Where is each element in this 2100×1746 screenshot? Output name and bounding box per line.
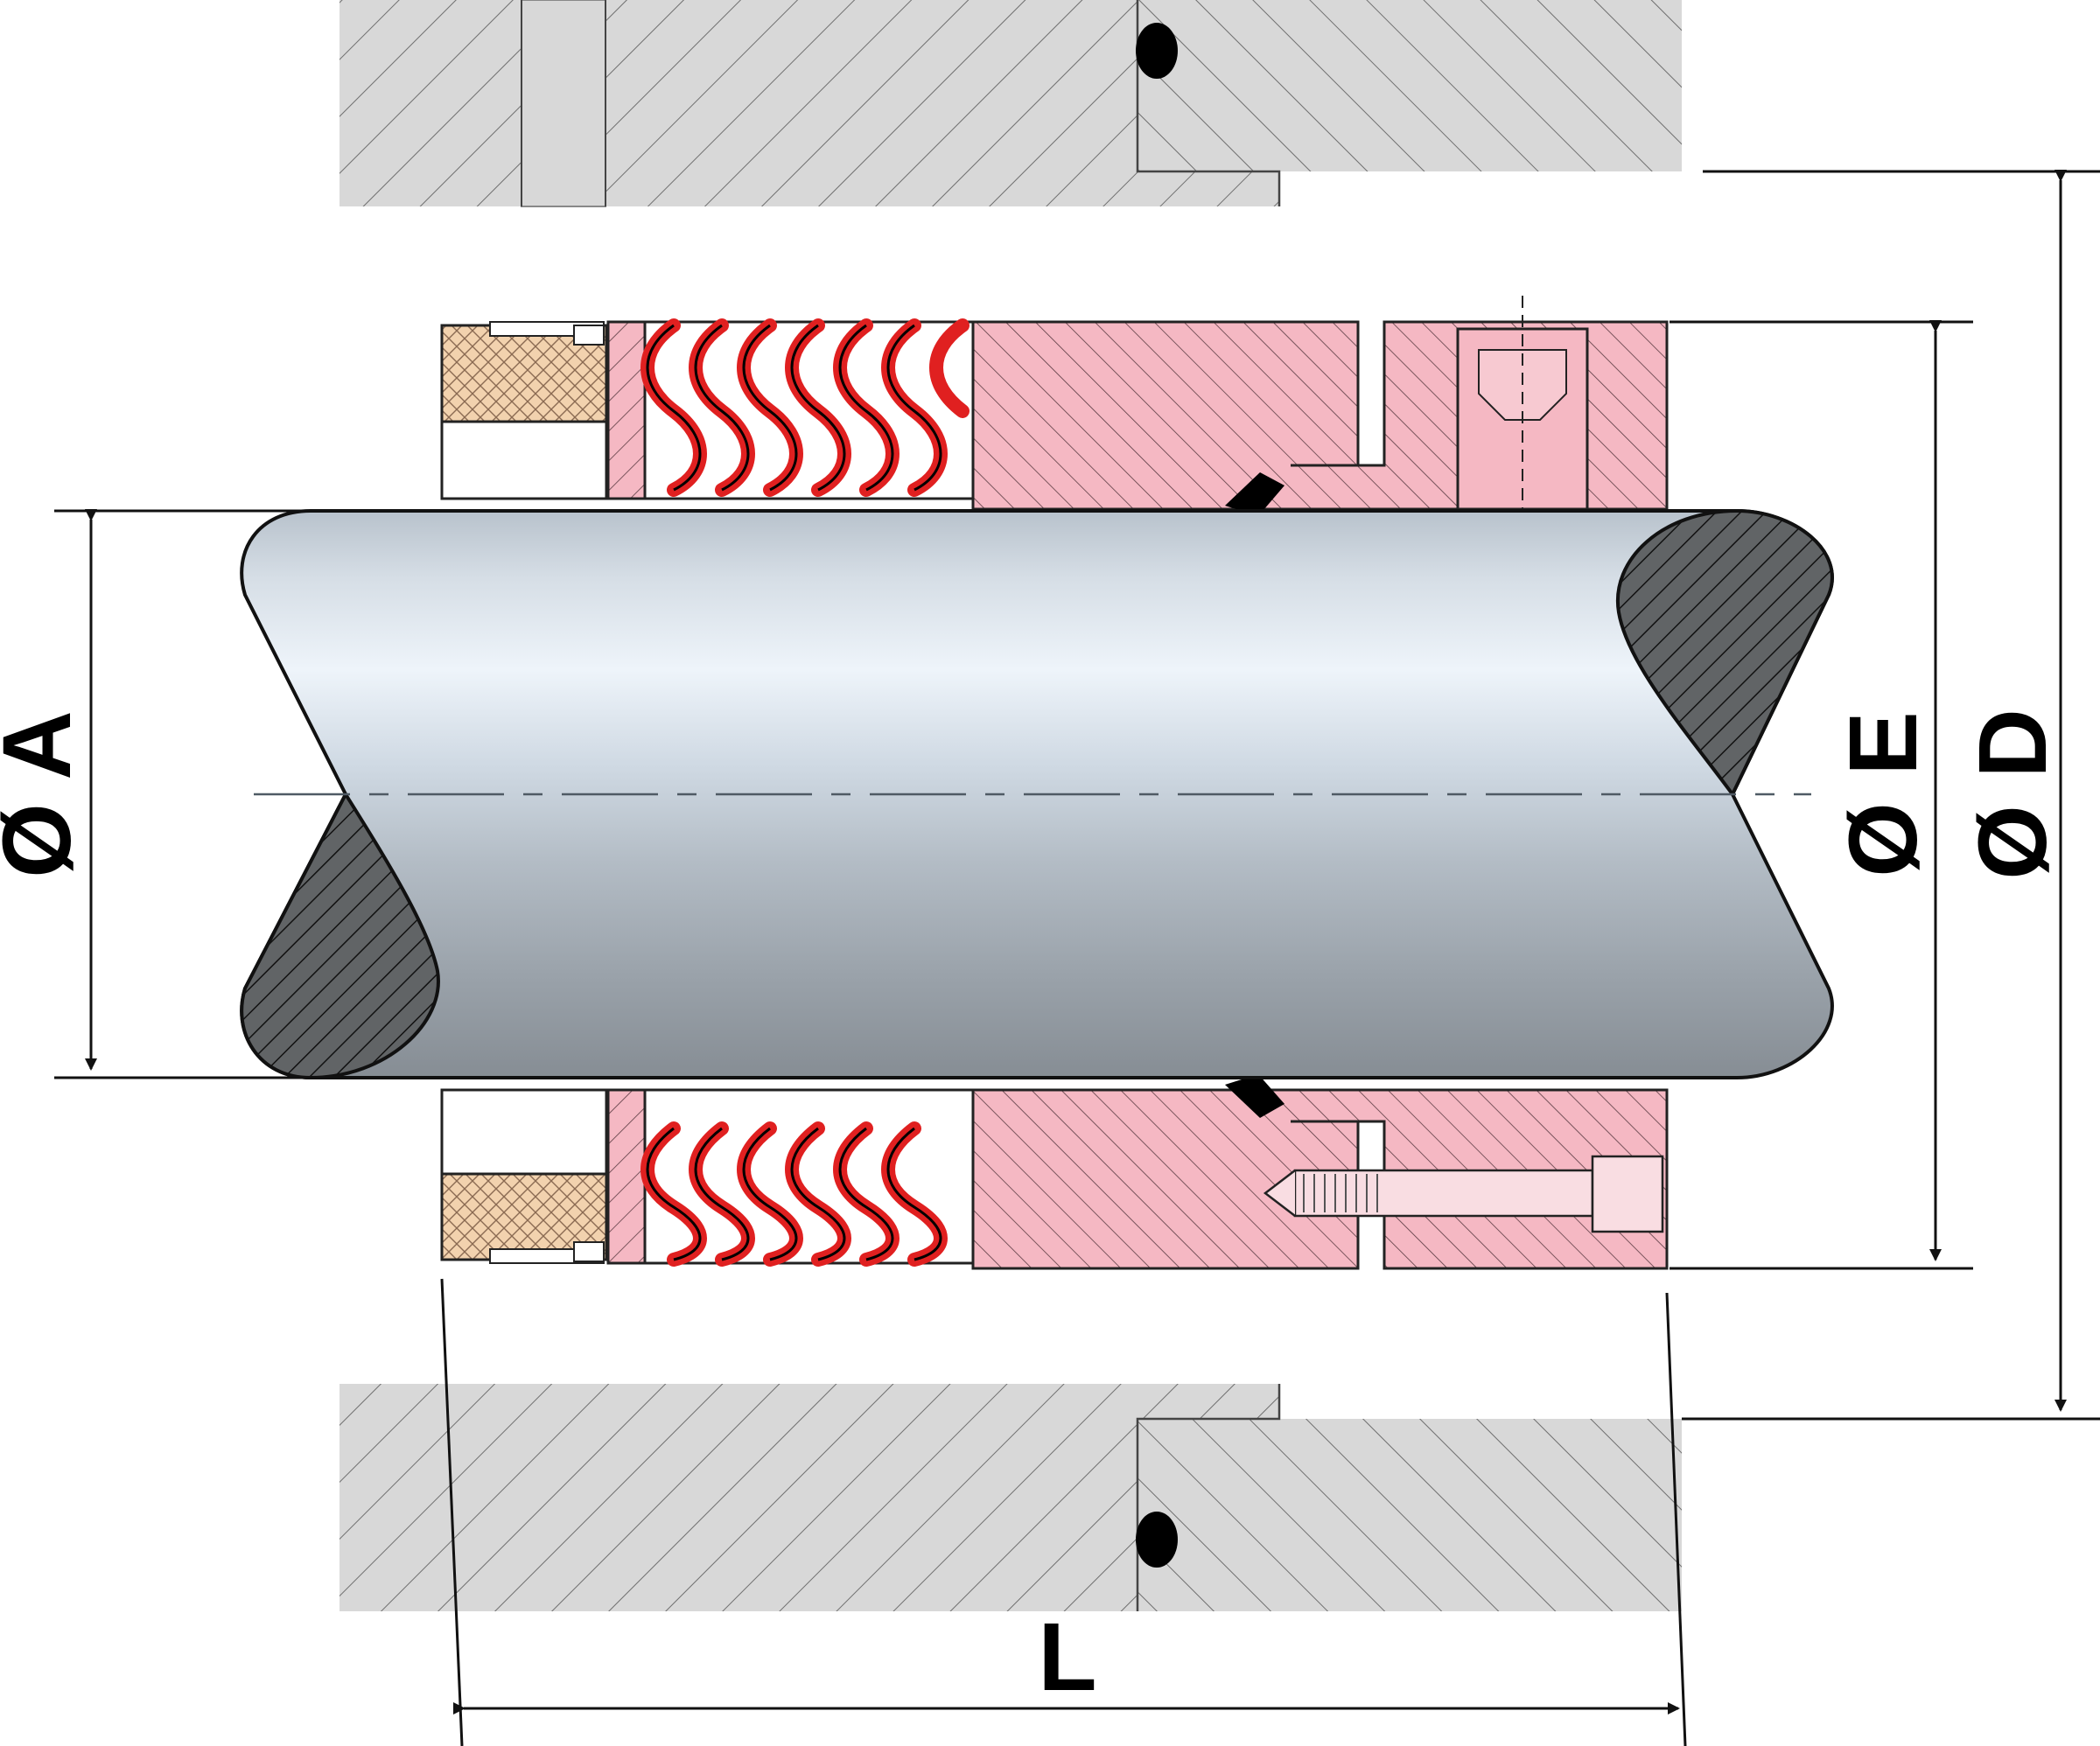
shaft-section-left [240,790,440,1080]
dimension-lines [54,170,2100,1746]
label-length-l: L [1038,1603,1096,1711]
housing-bottom [340,1384,1682,1611]
label-dia-e: Ø E [1830,711,1937,877]
cap-screw-bottom [1263,1155,1664,1233]
label-dia-a: Ø A [0,710,91,877]
housing-top [340,0,1682,207]
seal-face-bottom [606,1088,647,1265]
o-ring-seal-bottom [1225,1074,1284,1118]
o-ring-housing-bottom [1136,1512,1178,1568]
seal-assembly-bottom [440,1074,1669,1270]
o-ring-seal-top [1225,472,1284,516]
shaft-section-right [1615,508,1834,798]
seal-face-top [606,320,647,500]
label-dia-d: Ø D [1959,709,2067,880]
seal-assembly-top [440,296,1669,516]
o-ring-housing-top [1136,23,1178,79]
shaft [240,508,1834,1080]
